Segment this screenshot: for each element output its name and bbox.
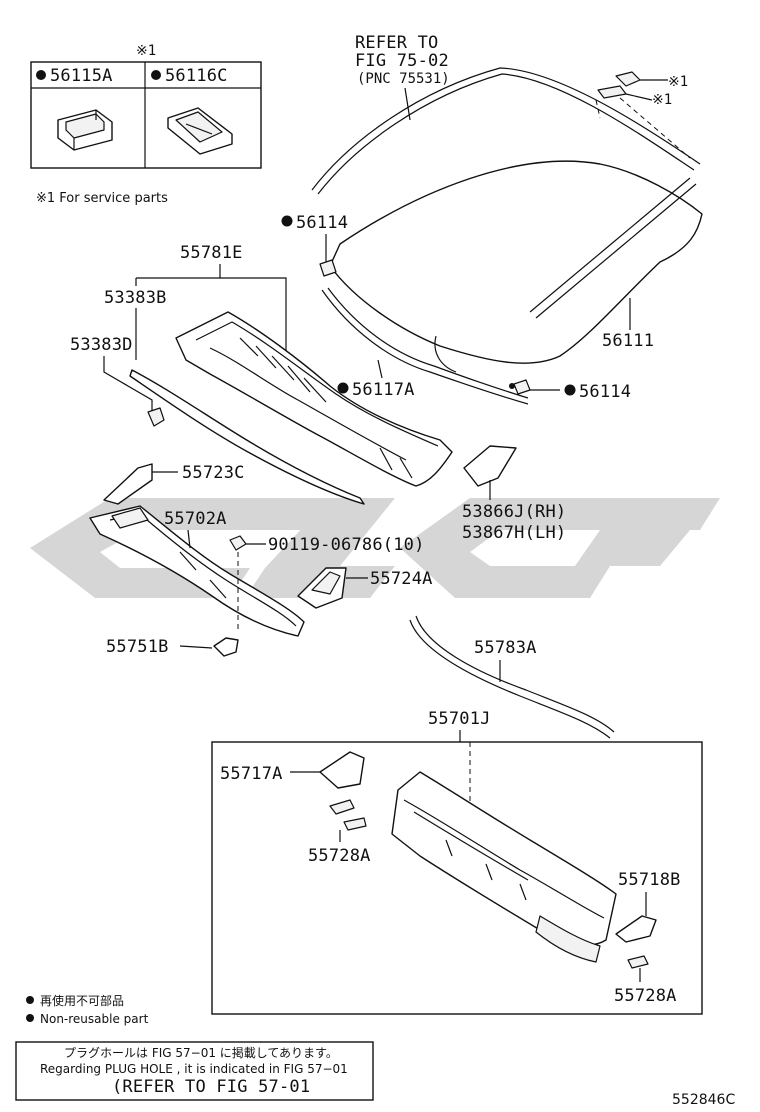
callout-56114-bottom: 56114 bbox=[579, 382, 631, 402]
callout-55781E: 55781E bbox=[180, 243, 243, 263]
callout-55751B: 55751B bbox=[106, 637, 169, 657]
callout-53866J: 53866J(RH) bbox=[462, 502, 566, 522]
callout-55717A: 55717A bbox=[220, 764, 283, 784]
seal-55783A bbox=[409, 619, 611, 739]
callout-55718B: 55718B bbox=[618, 870, 681, 890]
mark-label-2: ※1 bbox=[652, 92, 672, 108]
pad-55728A-left bbox=[329, 799, 355, 815]
plug-note-refer: (REFER TO FIG 57-01 bbox=[112, 1077, 310, 1097]
callout-56111: 56111 bbox=[602, 331, 654, 351]
clip-53383B bbox=[147, 407, 165, 427]
refer-fig-75-line3: (PNC 75531) bbox=[357, 71, 450, 87]
cowl-panel-55702A bbox=[89, 505, 305, 637]
cowl-top-panel-55701J bbox=[391, 771, 617, 963]
cowl-side-53866J bbox=[463, 445, 517, 487]
refer-fig-75-line1: REFER TO bbox=[355, 33, 438, 53]
plug-note-jp: プラグホールは FIG 57−01 に掲載してあります。 bbox=[64, 1045, 338, 1060]
callout-53383B: 53383B bbox=[104, 288, 167, 308]
clip-56115A-illustration bbox=[57, 109, 113, 151]
plug-note-en: Regarding PLUG HOLE , it is indicated in… bbox=[40, 1062, 348, 1076]
weatherstrip-56117A bbox=[321, 289, 529, 405]
bracket-55718B bbox=[615, 915, 657, 943]
pad-55728A-left-lower bbox=[343, 817, 367, 831]
non-reusable-dot bbox=[564, 384, 576, 396]
hose-55751B bbox=[213, 637, 239, 657]
callout-53867H: 53867H(LH) bbox=[462, 523, 566, 543]
callout-56114-top: 56114 bbox=[296, 213, 348, 233]
inset-part-56115A: 56115A bbox=[50, 66, 113, 86]
rain-sensor-wire bbox=[434, 335, 457, 373]
service-parts-note: ※1 For service parts bbox=[36, 191, 168, 206]
callout-53383D: 53383D bbox=[70, 335, 133, 355]
service-parts-inset: ※1 56115A 56116C bbox=[30, 43, 262, 169]
callout-55728A-left: 55728A bbox=[308, 846, 371, 866]
cowl-louver-55781E bbox=[175, 311, 453, 487]
service-clips-top-right bbox=[597, 71, 668, 101]
legend-jp: 再使用不可部品 bbox=[40, 993, 124, 1008]
callout-55702A: 55702A bbox=[164, 509, 227, 529]
inset-part-56116C: 56116C bbox=[165, 66, 228, 86]
non-reusable-dot bbox=[337, 382, 349, 394]
bracket-55724A bbox=[297, 567, 347, 609]
clip-56114-bottom-shape bbox=[513, 379, 531, 395]
clip-56114-top-shape bbox=[319, 259, 337, 277]
inset-mark-label: ※1 bbox=[136, 43, 156, 59]
pad-55728A-right bbox=[627, 955, 649, 969]
windshield-glass bbox=[311, 67, 703, 364]
refer-fig-75-line2: FIG 75-02 bbox=[355, 51, 449, 71]
diagram-code: 552846C bbox=[672, 1092, 735, 1108]
callout-55783A: 55783A bbox=[474, 638, 537, 658]
cowl-seal-53383D bbox=[129, 369, 365, 505]
legend-en: Non-reusable part bbox=[40, 1012, 149, 1026]
callout-55723C: 55723C bbox=[182, 463, 245, 483]
bracket-55717A bbox=[319, 751, 365, 789]
callout-56117A: 56117A bbox=[352, 380, 415, 400]
non-reusable-dot bbox=[281, 215, 293, 227]
sub-assembly-frame bbox=[211, 741, 703, 1015]
callout-55701J: 55701J bbox=[428, 709, 491, 729]
pad-56116C-illustration bbox=[167, 107, 233, 155]
plug-hole-note-box bbox=[15, 1041, 374, 1101]
mark-label-1: ※1 bbox=[668, 74, 688, 90]
non-reusable-dot bbox=[151, 70, 161, 80]
bolt-90119 bbox=[229, 535, 247, 551]
callout-55724A: 55724A bbox=[370, 569, 433, 589]
legend-dot bbox=[26, 996, 34, 1004]
legend-dot bbox=[26, 1014, 34, 1022]
callout-55728A-right: 55728A bbox=[614, 986, 677, 1006]
callout-90119-06786: 90119-06786(10) bbox=[268, 535, 425, 555]
non-reusable-dot bbox=[36, 70, 46, 80]
